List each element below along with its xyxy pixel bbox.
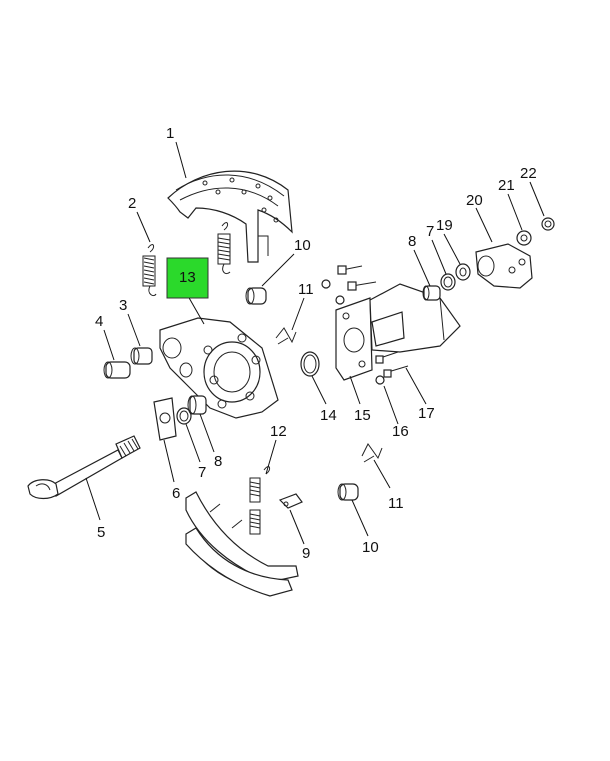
return-spring-right[interactable] [217,222,231,275]
label-8-right[interactable]: 8 [408,233,416,250]
label-15[interactable]: 15 [354,407,371,424]
bracket-nuts[interactable] [321,279,345,305]
return-spring-bottom[interactable] [249,466,271,535]
label-14[interactable]: 14 [320,407,337,424]
label-7-right[interactable]: 7 [426,223,434,240]
leader-lines [85,141,545,545]
label-22[interactable]: 22 [520,165,537,182]
upper-brake-shoe[interactable] [167,170,293,263]
highlighted-callout-13[interactable]: 13 [166,257,209,299]
lock-washer[interactable] [375,375,385,385]
label-13: 13 [179,269,196,286]
label-19[interactable]: 19 [436,217,453,234]
label-17[interactable]: 17 [418,405,435,422]
s-camshaft[interactable] [27,435,141,500]
label-10-bottom[interactable]: 10 [362,539,379,556]
seal-right[interactable] [440,273,456,291]
label-2[interactable]: 2 [128,195,136,212]
slack-adjuster[interactable] [475,243,533,289]
label-5[interactable]: 5 [97,524,105,541]
label-7-left[interactable]: 7 [198,464,206,481]
label-9[interactable]: 9 [302,545,310,562]
label-12[interactable]: 12 [270,423,287,440]
shoe-roller-top[interactable] [245,287,267,305]
label-11-top[interactable]: 11 [298,281,314,298]
roller-retainer-bottom[interactable] [361,443,383,463]
label-11-bottom[interactable]: 11 [388,495,404,512]
chamber-bracket[interactable] [335,283,461,381]
shoe-roller-bottom[interactable] [337,483,359,501]
roller-retainer-top[interactable] [275,327,297,345]
washer-21[interactable] [516,230,532,246]
brake-spider[interactable] [159,317,279,419]
label-1[interactable]: 1 [166,125,174,142]
lower-brake-shoe[interactable] [185,491,299,597]
snap-ring-22[interactable] [541,217,555,231]
washer-19[interactable] [455,263,471,281]
label-10-top[interactable]: 10 [294,237,311,254]
label-3[interactable]: 3 [119,297,127,314]
o-ring[interactable] [300,351,320,377]
cam-bushing-left[interactable] [187,395,207,415]
camshaft-plate[interactable] [153,397,177,441]
anchor-pin-clip[interactable] [278,493,303,509]
callout-labels: 1 2 3 4 5 6 7 8 9 10 11 12 14 15 16 17 8… [95,125,537,562]
label-6[interactable]: 6 [172,485,180,502]
bracket-bolts-bottom[interactable] [375,351,409,378]
return-spring-left[interactable] [142,244,157,297]
label-20[interactable]: 20 [466,192,483,209]
label-4[interactable]: 4 [95,313,103,330]
label-16[interactable]: 16 [392,423,409,440]
label-8-left[interactable]: 8 [214,453,222,470]
label-21[interactable]: 21 [498,177,515,194]
seal-ring-left[interactable] [176,407,192,425]
cam-bushing-right[interactable] [422,285,441,301]
camshaft-bushing[interactable] [130,347,153,365]
bracket-bolts-top[interactable] [337,265,377,291]
anchor-bushing[interactable] [103,361,131,379]
